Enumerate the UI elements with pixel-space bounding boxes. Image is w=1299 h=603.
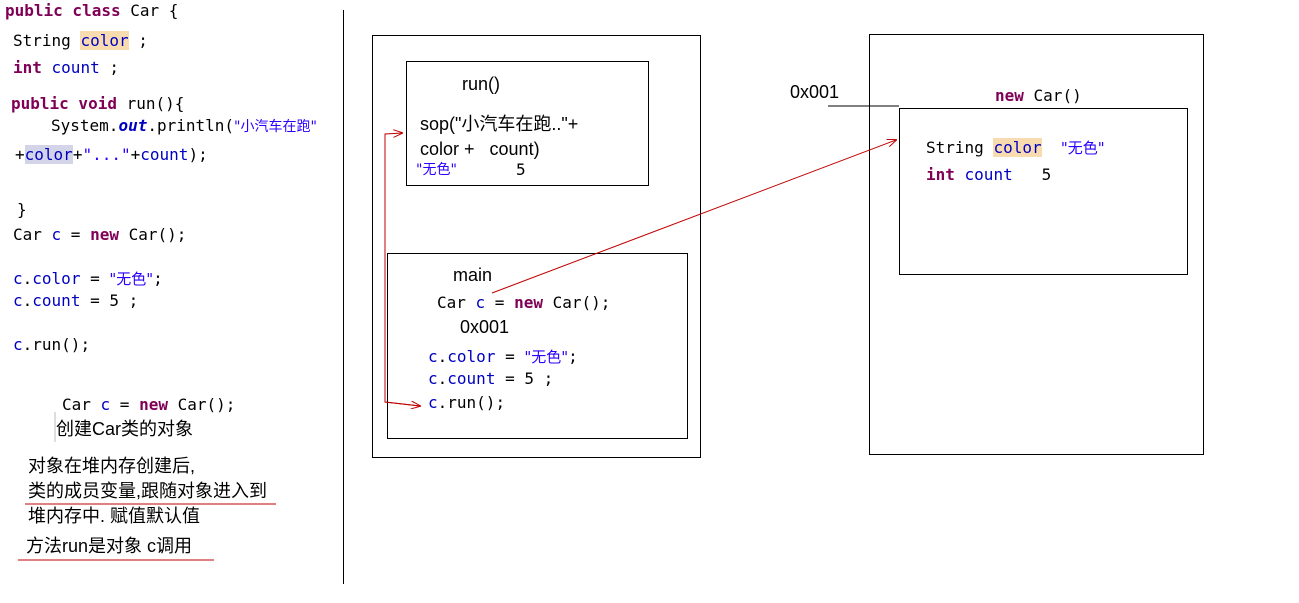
assign-count-statement: c.count = 5 ; <box>13 291 139 310</box>
heap-object-address: 0x001 <box>790 82 840 102</box>
note-create-object: 创建Car类的对象 <box>56 419 194 439</box>
println-statement: System.out.println("小汽车在跑" <box>51 116 317 135</box>
main-assign-count: c.count = 5 ; <box>428 369 554 388</box>
run-frame-color-value: "无色" <box>416 162 457 178</box>
field-color-declaration: String color ; <box>13 31 148 50</box>
heap-memory-box <box>869 34 1204 455</box>
run-frame-count-value: 5 <box>516 160 526 179</box>
run-frame-title: run() <box>462 74 501 94</box>
field-count-declaration: int count ; <box>13 58 119 77</box>
note-default-values: 堆内存中. 赋值默认值 <box>28 506 201 526</box>
main-assign-color: c.color = "无色"; <box>428 347 578 366</box>
heap-field-color: String color "无色" <box>926 138 1105 157</box>
run-call-statement: c.run(); <box>13 335 91 354</box>
new-car-statement: Car c = new Car(); <box>13 225 187 244</box>
main-new-car-statement: Car c = new Car(); <box>437 293 611 312</box>
note-heap-created: 对象在堆内存创建后, <box>28 456 196 476</box>
note-members-follow: 类的成员变量,跟随对象进入到 <box>28 481 267 501</box>
main-frame-box <box>387 253 688 439</box>
assign-color-statement: c.color = "无色"; <box>13 269 163 288</box>
note-run-called: 方法run是对象 c调用 <box>26 536 193 556</box>
run-frame-box <box>406 61 649 186</box>
println-continuation: +color+"..."+count); <box>15 145 208 164</box>
method-declaration: public void run(){ <box>11 94 185 113</box>
main-reference-address: 0x001 <box>460 317 510 337</box>
class-declaration: public class Car { <box>5 1 179 20</box>
vertical-divider <box>343 10 344 584</box>
note-code-line: Car c = new Car(); <box>62 395 236 414</box>
reference-arrow <box>491 140 896 294</box>
main-frame-title: main <box>453 265 493 285</box>
call-run-arrow-tail <box>384 402 420 406</box>
method-close-brace: } <box>17 200 27 219</box>
run-frame-line2: color + count) <box>420 139 540 159</box>
main-run-call: c.run(); <box>428 393 506 412</box>
stack-memory-box <box>372 35 701 458</box>
heap-field-count: int count 5 <box>926 165 1052 184</box>
call-run-arrow <box>384 133 421 407</box>
run-frame-line1: sop("小汽车在跑.."+ <box>420 114 579 134</box>
car-object-box <box>899 108 1188 275</box>
heap-object-title: new Car() <box>995 86 1082 105</box>
